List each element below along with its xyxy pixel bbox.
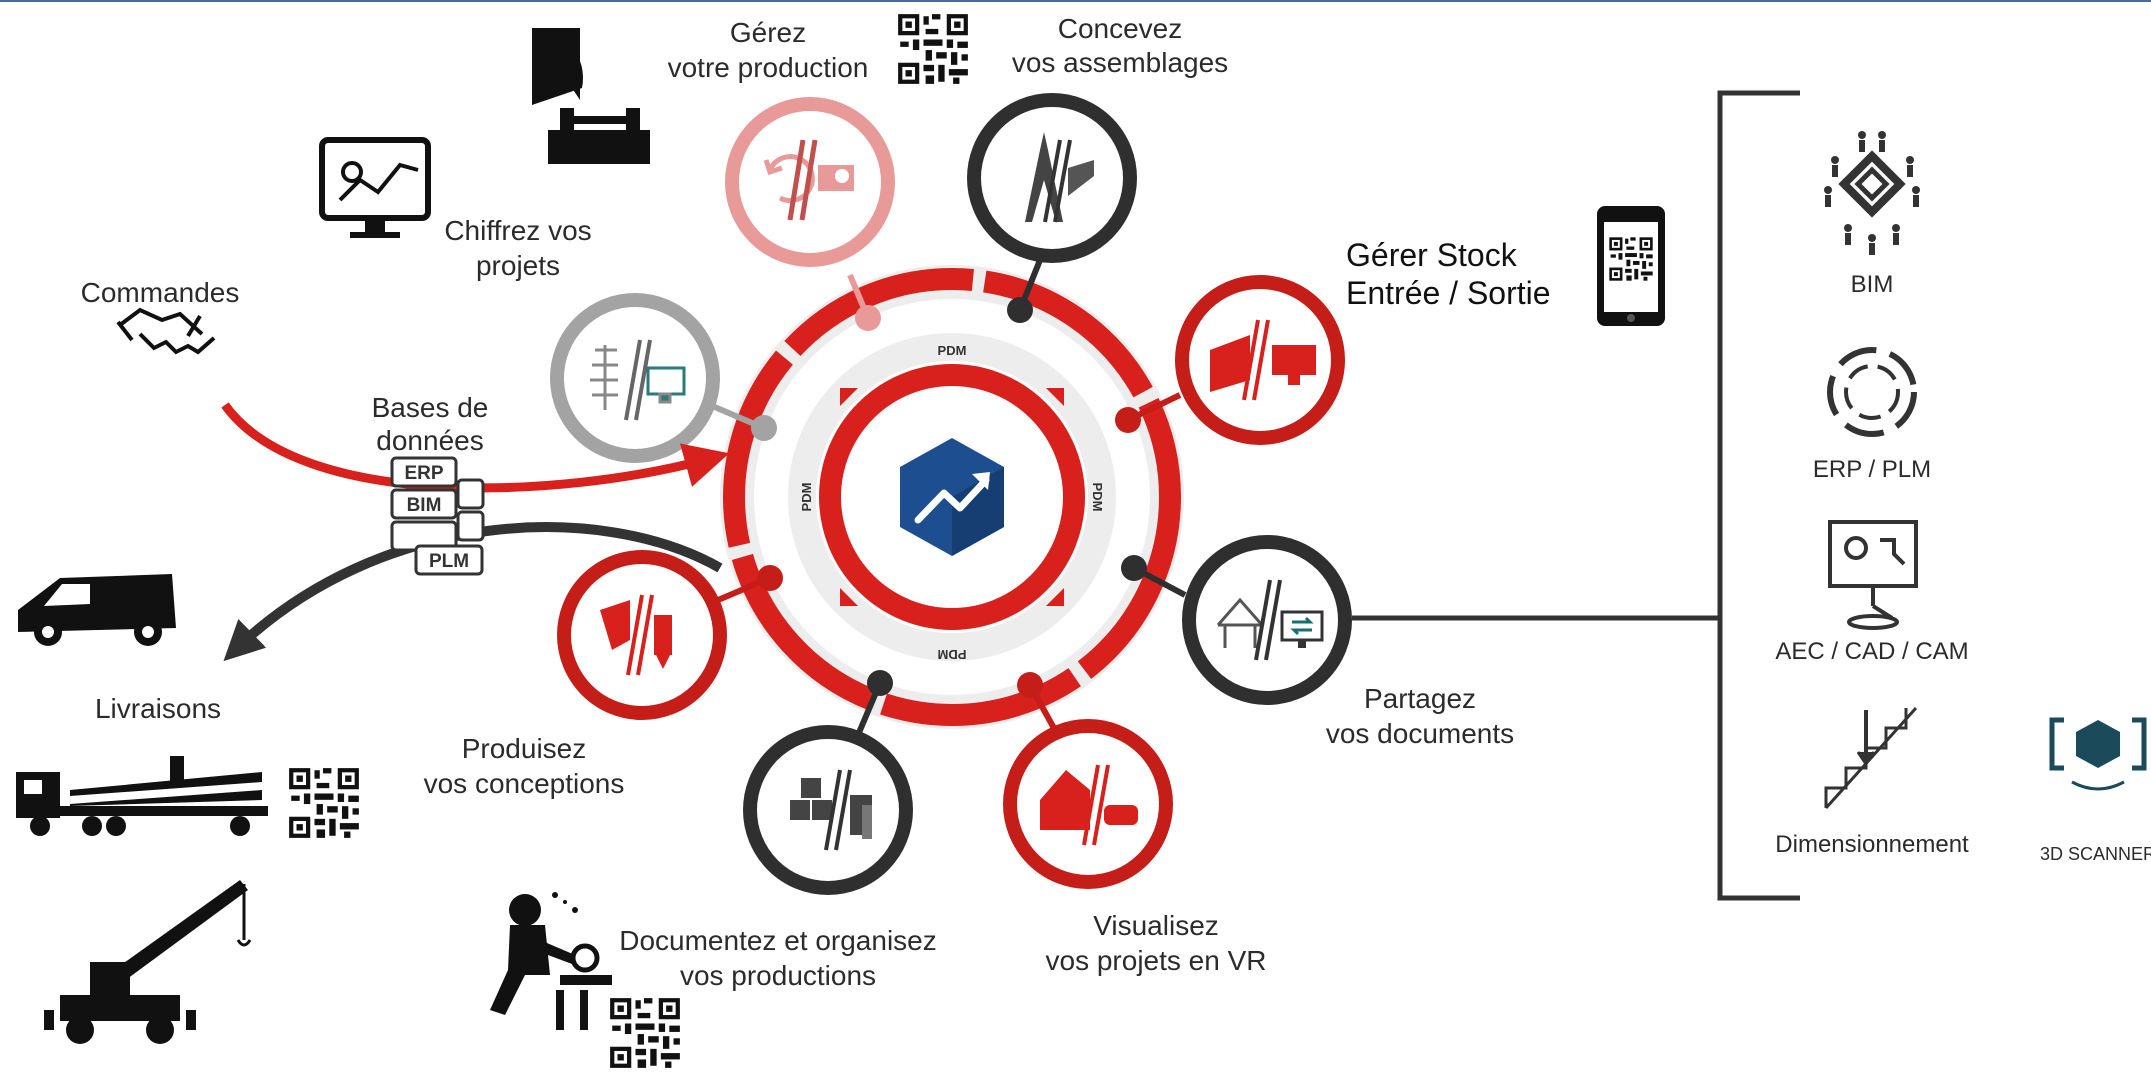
label-production-1: Gérez: [730, 17, 806, 48]
label-documents-2: vos documents: [1326, 718, 1514, 749]
structure-share-icon: [1216, 579, 1324, 661]
house-vr-icon: [1040, 764, 1138, 846]
phone-qr-icon: [1597, 206, 1665, 326]
db-tag-plm: PLM: [429, 551, 469, 572]
boxes-binder-icon: [790, 769, 872, 851]
node-assemblages[interactable]: [967, 93, 1137, 263]
welder-icon: [490, 892, 612, 1030]
label-chiffrez-2: projets: [476, 250, 560, 281]
label-chiffrez-1: Chiffrez vos: [444, 215, 591, 246]
van-icon: [18, 574, 176, 646]
hub-inner-gray-ring: [788, 333, 1116, 661]
label-bim: BIM: [1851, 271, 1894, 298]
label-organisez-2: vos productions: [680, 960, 876, 991]
label-bases-1: Bases de: [372, 392, 489, 423]
label-commandes: Commandes: [81, 277, 240, 308]
bim-network-icon: [1824, 131, 1920, 255]
label-assemblages-2: vos assemblages: [1012, 47, 1228, 78]
steel-beam-icon: [1210, 319, 1316, 401]
node-conceptions[interactable]: [557, 550, 727, 720]
pdm-label-right: PDM: [1090, 483, 1105, 512]
node-documents[interactable]: [1182, 535, 1352, 705]
analytics-monitor-icon: [319, 137, 431, 238]
database-stack: ERP BIM PLM: [390, 456, 485, 576]
qr-code-icon: [287, 766, 361, 840]
label-documents-1: Partagez: [1364, 683, 1476, 714]
label-vr-1: Visualisez: [1093, 910, 1219, 941]
label-dimensionnement: Dimensionnement: [1775, 831, 1969, 858]
welding-robot-icon: [600, 594, 672, 676]
pdm-label-left: PDM: [799, 483, 814, 512]
label-organisez-1: Documentez et organisez: [619, 925, 937, 956]
hub-red-dashed-ring: [723, 268, 1181, 726]
node-connectors: [708, 258, 1187, 737]
crane-icon: [44, 880, 252, 1044]
pdm-label-bottom: PDM: [938, 647, 967, 662]
top-border: [0, 0, 2151, 2]
node-chiffrez[interactable]: [550, 293, 720, 463]
node-labels: Gérez votre production Concevez vos asse…: [424, 13, 1551, 991]
handshake-icon: [116, 307, 216, 355]
eiffel-beam-icon: [1025, 132, 1094, 223]
cycle-chart-icon: [763, 139, 854, 221]
qr-code-icon: [896, 12, 970, 86]
right-bracket: [1352, 90, 1800, 901]
stair-dimension-icon: [1824, 706, 1918, 810]
label-vr-2: vos projets en VR: [1046, 945, 1267, 976]
label-stock-1: Gérer Stock: [1346, 237, 1518, 273]
flow-arrow-out: [223, 522, 723, 662]
label-assemblages-1: Concevez: [1058, 13, 1183, 44]
node-vr[interactable]: [1003, 719, 1173, 889]
central-hub: PDM PDM PDM PDM: [720, 265, 1184, 729]
label-aec-cad-cam: AEC / CAD / CAM: [1775, 638, 1968, 665]
truck-icon: [16, 756, 268, 836]
cad-monitor-icon: [1828, 520, 1918, 630]
3d-scanner-icon: [2049, 717, 2147, 791]
label-bases-2: données: [376, 425, 483, 456]
label-stock-2: Entrée / Sortie: [1346, 275, 1551, 311]
node-production[interactable]: [725, 97, 895, 267]
db-tag-erp: ERP: [404, 463, 443, 484]
hub-inner-red-ring: [819, 364, 1085, 630]
qr-code-icon: [608, 996, 682, 1070]
db-tag-bim: BIM: [407, 495, 442, 516]
node-stock[interactable]: [1175, 275, 1345, 445]
label-livraisons: Livraisons: [95, 693, 221, 724]
spiral-stair-icon: [590, 339, 686, 421]
cycle-arrows-icon: [1827, 347, 1917, 437]
saw-machine-icon: [532, 27, 650, 164]
label-erp-plm: ERP / PLM: [1813, 456, 1931, 483]
label-conceptions-1: Produisez: [462, 733, 587, 764]
label-conceptions-2: vos conceptions: [424, 768, 625, 799]
trend-up-hexagon-icon: [900, 438, 1004, 556]
hub-corner-marks: [840, 388, 1064, 606]
node-organisez[interactable]: [743, 725, 913, 895]
label-3d-scanner: 3D SCANNER: [2040, 844, 2151, 864]
label-production-2: votre production: [668, 52, 869, 83]
pdm-label-top: PDM: [938, 343, 967, 358]
